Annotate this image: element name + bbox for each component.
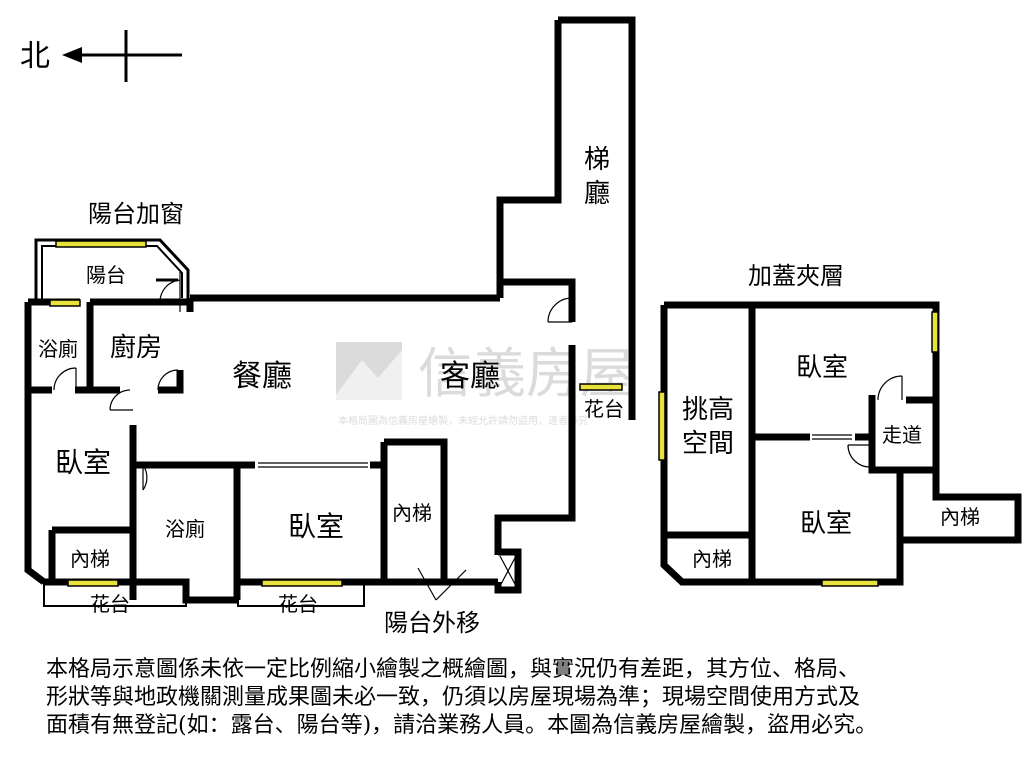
label-kitchen: 廚房 xyxy=(110,333,162,363)
watermark-brand: 信義房屋 xyxy=(418,342,634,405)
label-void-1: 挑高 xyxy=(682,395,734,425)
label-mezzanine: 加蓋夾層 xyxy=(748,262,844,290)
walls xyxy=(24,16,636,604)
label-elevator-hall-1: 梯 xyxy=(584,145,610,175)
label-dining: 餐廳 xyxy=(232,359,292,394)
window-mz-bedroom-bottom xyxy=(821,579,879,587)
window-bath xyxy=(49,299,81,307)
label-stair-mz-left: 內梯 xyxy=(692,547,732,571)
north-label: 北 xyxy=(20,39,50,74)
window-planter-mid xyxy=(261,579,343,587)
window-mz-bedroom xyxy=(931,311,939,353)
label-stair-mid: 內梯 xyxy=(392,501,432,525)
label-bedroom-mz-top: 臥室 xyxy=(796,353,848,383)
label-planter-top: 花台 xyxy=(584,397,624,421)
label-bath-mid: 浴廁 xyxy=(165,517,205,541)
label-planter-mid: 花台 xyxy=(278,592,318,616)
watermark-logo xyxy=(336,342,402,400)
window-void xyxy=(658,391,666,461)
label-bedroom-mid: 臥室 xyxy=(288,510,344,543)
disclaimer-line-1: 本格局示意圖係未依一定比例縮小繪製之概繪圖，與實況仍有差距，其方位、格局、 xyxy=(46,657,861,682)
floor-plan-diagram: 北 信義房屋 本格局圖為信義房屋繪製，未經允許請勿盜用，違者必究 xyxy=(20,16,1022,637)
label-bath-top: 浴廁 xyxy=(38,337,78,361)
window-planter-top xyxy=(579,383,623,391)
sliding-doors xyxy=(258,434,852,468)
label-stair-left: 內梯 xyxy=(70,547,110,571)
label-bedroom-mz-bottom: 臥室 xyxy=(800,509,852,539)
watermark: 信義房屋 本格局圖為信義房屋繪製，未經允許請勿盜用，違者必究 xyxy=(336,342,634,427)
windows xyxy=(49,240,939,587)
north-arrow: 北 xyxy=(20,30,182,82)
balcony-moveout-marker xyxy=(417,555,517,601)
label-balcony-moveout: 陽台外移 xyxy=(384,609,480,637)
label-living: 客廳 xyxy=(440,359,500,394)
label-balcony: 陽台 xyxy=(86,263,126,287)
watermark-notice: 本格局圖為信義房屋繪製，未經允許請勿盜用，違者必究 xyxy=(338,414,588,427)
label-stair-mz-right: 內梯 xyxy=(940,505,980,529)
label-corridor: 走道 xyxy=(882,423,922,447)
label-elevator-hall-2: 廳 xyxy=(584,179,610,209)
window-balcony xyxy=(55,240,147,248)
window-planter-left xyxy=(67,579,119,587)
disclaimer-text: 本格局示意圖係未依一定比例縮小繪製之概繪圖，與實況仍有差距，其方位、格局、 形狀… xyxy=(46,656,986,740)
label-void-2: 空間 xyxy=(682,429,734,459)
disclaimer-line-3: 面積有無登記(如：露台、陽台等)，請洽業務人員。本圖為信義房屋繪製，盜用必究。 xyxy=(46,713,878,738)
label-balcony-window: 陽台加窗 xyxy=(88,200,184,228)
label-planter-left: 花台 xyxy=(90,592,130,616)
disclaimer-line-2: 形狀等與地政機關測量成果圖未必一致，仍須以房屋現場為準；現場空間使用方式及 xyxy=(46,685,861,710)
room-labels: 梯 廳 陽台加窗 陽台 浴廁 廚房 餐廳 客廳 花台 臥室 浴廁 臥室 內梯 內… xyxy=(38,145,980,637)
label-bedroom-left: 臥室 xyxy=(55,446,111,479)
doors xyxy=(53,272,903,491)
